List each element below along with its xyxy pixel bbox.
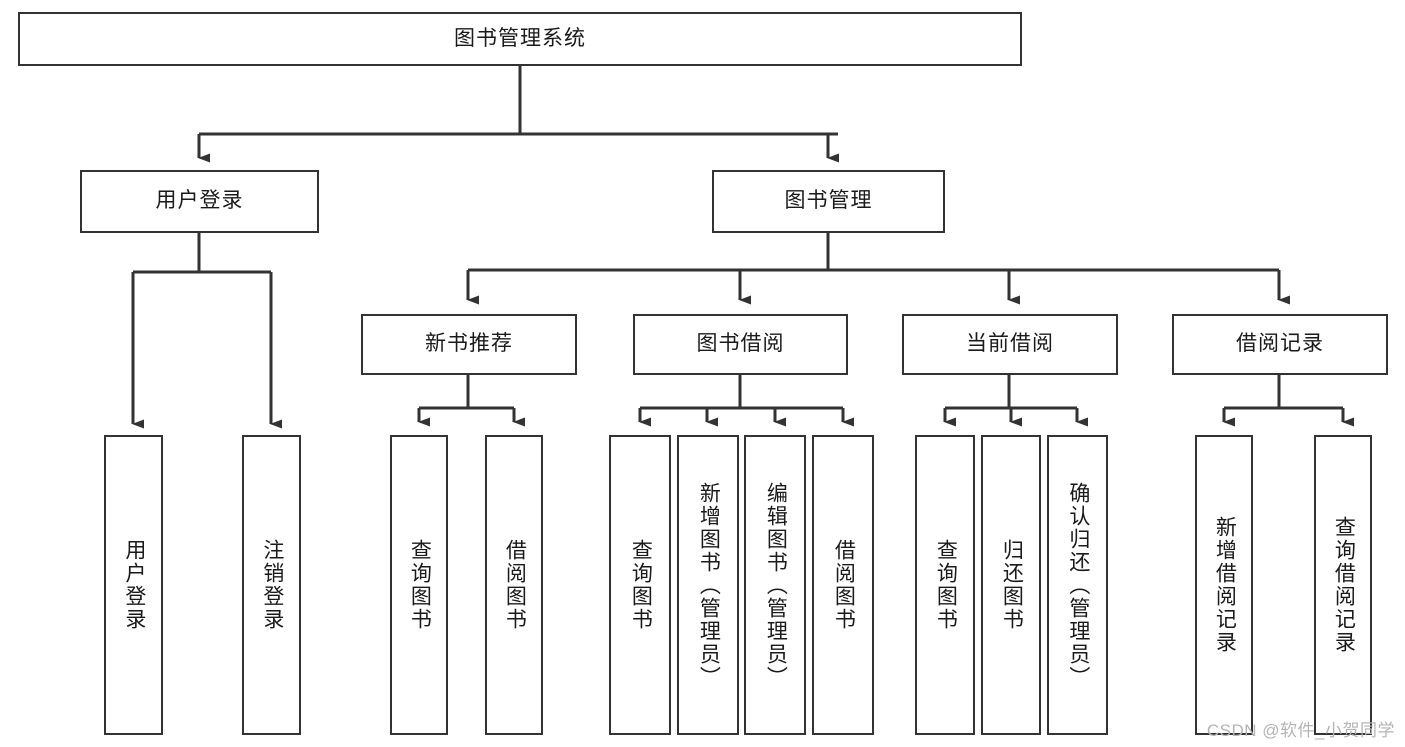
node-book-borrow-label: 图书借阅 (696, 332, 785, 356)
leaf-return-book[interactable]: 归还图书 (981, 435, 1041, 735)
node-new-book-recommend-label: 新书推荐 (425, 332, 513, 356)
watermark: CSDN @软件_小贺同学 (1206, 721, 1395, 740)
node-borrow-record-label: 借阅记录 (1236, 332, 1324, 356)
leaf-query-book-2[interactable]: 查询图书 (609, 435, 671, 735)
leaf-query-record-label: 查询借阅记录 (1332, 516, 1356, 654)
leaf-borrow-book-1[interactable]: 借阅图书 (485, 435, 543, 735)
leaf-user-login[interactable]: 用户登录 (104, 435, 163, 735)
leaf-query-book-2-label: 查询图书 (629, 539, 653, 631)
node-book-manage-label: 图书管理 (784, 189, 873, 213)
node-book-manage[interactable]: 图书管理 (712, 170, 945, 233)
node-root-label: 图书管理系统 (454, 26, 586, 50)
leaf-user-login-label: 用户登录 (122, 539, 146, 631)
leaf-borrow-book-2-label: 借阅图书 (832, 539, 856, 631)
leaf-confirm-return-label: 确认归还（管理员） (1066, 481, 1090, 689)
leaf-logout[interactable]: 注销登录 (242, 435, 301, 735)
leaf-query-book-1[interactable]: 查询图书 (390, 435, 448, 735)
leaf-add-record[interactable]: 新增借阅记录 (1195, 435, 1253, 735)
leaf-edit-book[interactable]: 编辑图书（管理员） (744, 435, 806, 735)
leaf-add-record-label: 新增借阅记录 (1213, 516, 1237, 654)
leaf-logout-label: 注销登录 (260, 539, 284, 631)
leaf-edit-book-label: 编辑图书（管理员） (764, 481, 788, 689)
leaf-query-book-3[interactable]: 查询图书 (915, 435, 975, 735)
leaf-confirm-return[interactable]: 确认归还（管理员） (1047, 435, 1108, 735)
node-new-book-recommend[interactable]: 新书推荐 (361, 314, 577, 375)
node-root[interactable]: 图书管理系统 (18, 12, 1022, 66)
leaf-query-book-1-label: 查询图书 (408, 539, 432, 631)
leaf-query-record[interactable]: 查询借阅记录 (1314, 435, 1372, 735)
leaf-add-book[interactable]: 新增图书（管理员） (677, 435, 739, 735)
node-current-borrow[interactable]: 当前借阅 (902, 314, 1118, 375)
leaf-borrow-book-2[interactable]: 借阅图书 (812, 435, 874, 735)
leaf-borrow-book-1-label: 借阅图书 (503, 539, 527, 631)
node-user-login[interactable]: 用户登录 (80, 170, 319, 233)
leaf-return-book-label: 归还图书 (1000, 539, 1024, 631)
node-current-borrow-label: 当前借阅 (966, 332, 1054, 356)
leaf-query-book-3-label: 查询图书 (934, 539, 958, 631)
node-borrow-record[interactable]: 借阅记录 (1172, 314, 1388, 375)
node-user-login-label: 用户登录 (155, 189, 244, 213)
node-book-borrow[interactable]: 图书借阅 (633, 314, 848, 375)
leaf-add-book-label: 新增图书（管理员） (697, 481, 721, 689)
